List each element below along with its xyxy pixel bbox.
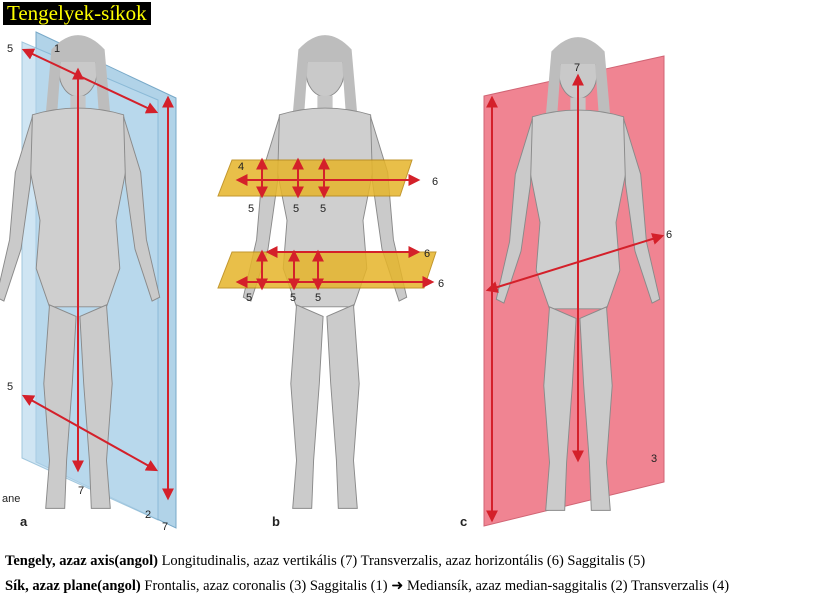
anatomy-figure: 5 1 5 7 2 7 ane a 4 6 5 5 5 6 6 5 5 5 b xyxy=(0,31,672,533)
axis-caption-heading: Tengely, azaz axis(angol) xyxy=(5,553,158,569)
label-b-5-e: 5 xyxy=(290,292,296,304)
label-a-5-bottom: 5 xyxy=(7,381,13,393)
label-c-3: 3 xyxy=(651,453,657,465)
panel-label-c: c xyxy=(460,514,467,529)
label-b-5-b: 5 xyxy=(293,203,299,215)
label-b-5-a: 5 xyxy=(248,203,254,215)
panel-label-b: b xyxy=(272,514,280,529)
panel-c: 7 6 3 c xyxy=(460,36,672,529)
label-b-6-mid: 6 xyxy=(424,248,430,260)
panel-label-a: a xyxy=(20,514,28,529)
label-b-5-d: 5 xyxy=(246,292,252,304)
label-b-6-bottom: 6 xyxy=(438,278,444,290)
page-title: Tengelyek-síkok xyxy=(3,2,151,25)
label-c-7: 7 xyxy=(574,62,580,74)
axis-caption-text: Longitudinalis, azaz vertikális (7) Tran… xyxy=(161,553,646,569)
label-a-edge-text: ane xyxy=(2,493,20,505)
panel-b: 4 6 5 5 5 6 6 5 5 5 b xyxy=(217,34,444,529)
label-a-7-left: 7 xyxy=(78,485,84,497)
sagittal-axis-arrow-bottom xyxy=(21,394,159,472)
label-b-6-top: 6 xyxy=(432,176,438,188)
transverse-plane-upper xyxy=(217,159,413,197)
plane-caption: Sík, azaz plane(angol) Frontalis, azaz c… xyxy=(5,578,729,595)
plane-caption-text: Frontalis, azaz coronalis (3) Saggitalis… xyxy=(144,578,730,594)
label-a-2: 2 xyxy=(145,509,151,521)
label-b-5-c: 5 xyxy=(320,203,326,215)
sagittal-axis-arrow-top xyxy=(21,48,159,114)
label-a-7-right: 7 xyxy=(162,521,168,533)
plane-caption-heading: Sík, azaz plane(angol) xyxy=(5,578,141,594)
label-a-5-top: 5 xyxy=(7,43,13,55)
panel-a: 5 1 5 7 2 7 ane a xyxy=(0,31,177,533)
label-a-1: 1 xyxy=(54,43,60,55)
transverse-axis-arrow-c xyxy=(485,233,665,293)
axis-caption: Tengely, azaz axis(angol) Longitudinalis… xyxy=(5,553,645,570)
label-c-6: 6 xyxy=(666,229,672,241)
label-b-5-f: 5 xyxy=(315,292,321,304)
label-b-4: 4 xyxy=(238,161,244,173)
